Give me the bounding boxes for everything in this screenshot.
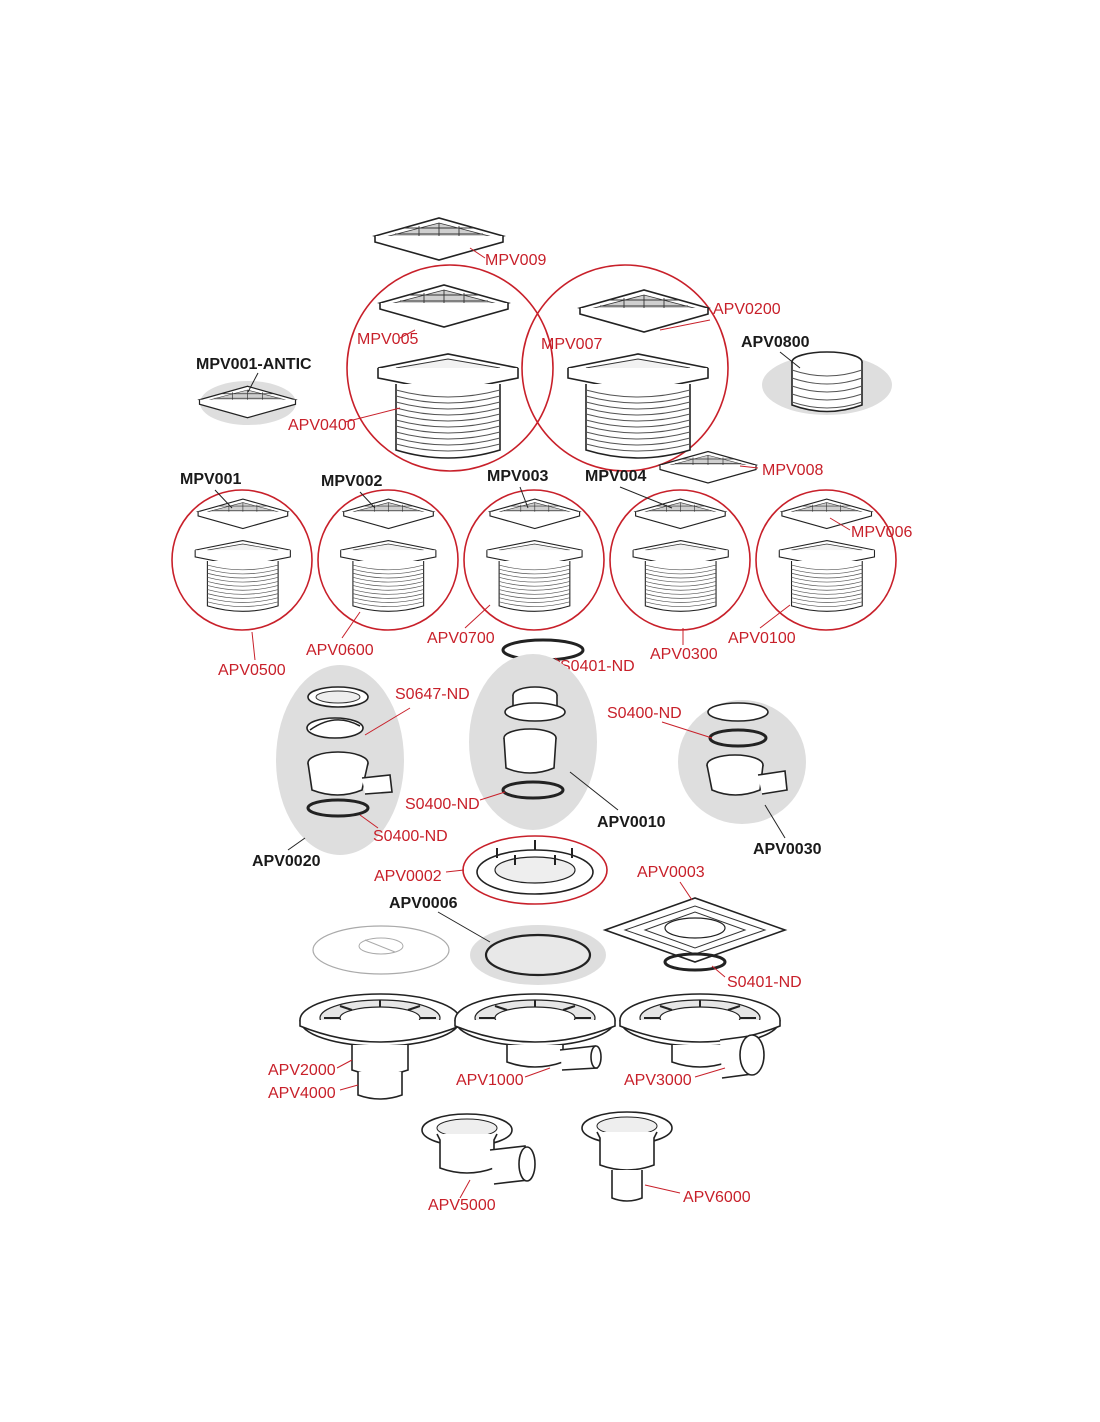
mpv007-grate xyxy=(579,289,709,333)
label-mpv003: MPV003 xyxy=(487,468,548,485)
label-apv0400: APV0400 xyxy=(288,417,356,434)
mpv005-grate xyxy=(379,284,509,328)
label-apv0003: APV0003 xyxy=(637,864,705,881)
apv0400-body xyxy=(377,353,519,459)
apv0700-set xyxy=(463,489,605,631)
apv0030-parts xyxy=(706,702,788,796)
label-apv6000: APV6000 xyxy=(683,1189,751,1206)
label-apv0500: APV0500 xyxy=(218,662,286,679)
label-apv5000: APV5000 xyxy=(428,1197,496,1214)
label-s0401-nd-top: S0401-ND xyxy=(560,658,635,675)
apv0500-set xyxy=(171,489,313,631)
label-s0401-nd-bottom: S0401-ND xyxy=(727,974,802,991)
label-apv0800: APV0800 xyxy=(741,334,810,351)
apv0002-part xyxy=(462,835,608,905)
label-apv0200: APV0200 xyxy=(713,301,781,318)
label-apv0600: APV0600 xyxy=(306,642,374,659)
label-mpv009: MPV009 xyxy=(485,252,546,269)
label-apv0006: APV0006 xyxy=(389,895,458,912)
apv0100-set xyxy=(755,489,897,631)
apv0600-set xyxy=(317,489,459,631)
apv5000-body xyxy=(421,1113,536,1185)
label-apv2000: APV2000 xyxy=(268,1062,336,1079)
label-s0400-nd-mid: S0400-ND xyxy=(405,796,480,813)
apv0006-part xyxy=(484,933,592,977)
label-mpv001: MPV001 xyxy=(180,471,241,488)
apv3000-body xyxy=(619,993,781,1079)
label-mpv005: MPV005 xyxy=(357,331,418,348)
apv0020-parts xyxy=(306,686,393,818)
label-apv0010: APV0010 xyxy=(597,814,666,831)
mpv009-grate xyxy=(374,217,504,261)
label-apv4000: APV4000 xyxy=(268,1085,336,1102)
label-mpv008: MPV008 xyxy=(762,462,823,479)
mpv008-grate xyxy=(659,450,757,484)
label-apv0100: APV0100 xyxy=(728,630,796,647)
apv1000-body xyxy=(454,993,616,1071)
label-s0400-nd-right: S0400-ND xyxy=(607,705,682,722)
label-mpv007: MPV007 xyxy=(541,336,602,353)
label-s0647-nd: S0647-ND xyxy=(395,686,470,703)
apv0400-set-circle xyxy=(346,264,554,472)
label-apv0002: APV0002 xyxy=(374,868,442,885)
apv0800-body xyxy=(791,351,863,413)
label-mpv006: MPV006 xyxy=(851,524,912,541)
label-apv0030: APV0030 xyxy=(753,841,822,858)
label-mpv004: MPV004 xyxy=(585,468,646,485)
apv2000-body xyxy=(299,993,461,1100)
label-apv0300: APV0300 xyxy=(650,646,718,663)
label-mpv002: MPV002 xyxy=(321,473,382,490)
label-apv0700: APV0700 xyxy=(427,630,495,647)
label-apv0020: APV0020 xyxy=(252,853,321,870)
apv0003-part xyxy=(602,897,788,972)
apv6000-body xyxy=(581,1111,673,1202)
label-s0400-nd-left: S0400-ND xyxy=(373,828,448,845)
label-apv1000: APV1000 xyxy=(456,1072,524,1089)
apv0300-set xyxy=(609,489,751,631)
apv0200-set-circle xyxy=(521,264,729,472)
label-mpv001-antic: MPV001-ANTIC xyxy=(196,356,312,373)
apv0200-body xyxy=(567,353,709,459)
label-apv3000: APV3000 xyxy=(624,1072,692,1089)
apv0010-parts xyxy=(501,686,566,800)
membrane-disc xyxy=(312,925,450,975)
